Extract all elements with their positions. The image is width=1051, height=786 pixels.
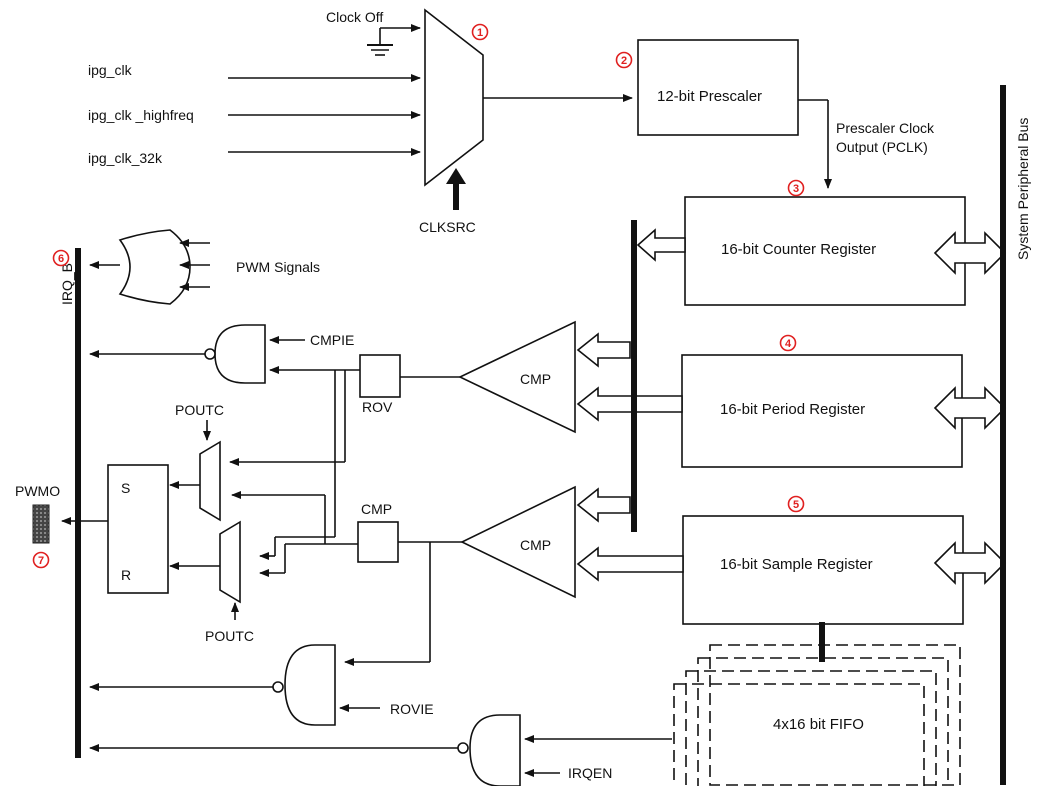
cmp-upper-label: CMP: [520, 371, 551, 387]
cmp-box: [357, 521, 399, 563]
svg-text:7: 7: [38, 555, 44, 567]
bus-connectors: [933, 231, 1007, 585]
rov-label: ROV: [362, 399, 393, 415]
latch-s-label: S: [121, 480, 130, 496]
svg-text:1: 1: [477, 27, 483, 39]
fifo-block: [673, 644, 961, 786]
poutc-bottom-label: POUTC: [205, 628, 254, 644]
marker-7: 7: [32, 551, 50, 569]
clock-off-label: Clock Off: [326, 9, 383, 25]
irqen-label: IRQEN: [568, 765, 612, 781]
clock-source-mux: [424, 8, 484, 187]
cmpie-label: CMPIE: [310, 332, 354, 348]
ipg-clk-label: ipg_clk: [88, 62, 133, 78]
sr-latch: [107, 464, 169, 594]
system-bus-bar: [1000, 85, 1006, 785]
nand-gate-cmpie: [214, 324, 266, 384]
ipg-clk-highfreq-label: ipg_clk _highfreq: [88, 107, 194, 123]
marker-4: 4: [779, 334, 797, 352]
marker-3: 3: [787, 179, 805, 197]
rovie-label: ROVIE: [390, 701, 434, 717]
irq-bar: [75, 248, 81, 758]
irq-b-label: IRQ_B: [59, 263, 75, 305]
poutc-top-label: POUTC: [175, 402, 224, 418]
prescaler-label: 12-bit Prescaler: [657, 88, 762, 105]
cmp-upper-comparator: [458, 320, 576, 434]
prescaler-output-label-1: Prescaler Clock: [836, 120, 935, 136]
prescaler-output-label-2: Output (PCLK): [836, 139, 928, 155]
prescaler-block: [637, 39, 799, 136]
latch-r-label: R: [121, 567, 131, 583]
pwm-signals-label: PWM Signals: [236, 259, 320, 275]
marker-5: 5: [787, 495, 805, 513]
fifo-link-bar: [819, 622, 825, 662]
svg-text:2: 2: [621, 55, 627, 67]
svg-text:6: 6: [58, 253, 64, 265]
clksrc-label: CLKSRC: [419, 219, 476, 235]
internal-bus-bar: [631, 220, 637, 532]
marker-2: 2: [615, 51, 633, 69]
cmp-lower-label: CMP: [520, 537, 551, 553]
counter-register-label: 16-bit Counter Register: [721, 241, 876, 258]
pwmo-pin: [32, 504, 50, 544]
system-bus-label: System Peripheral Bus: [1015, 118, 1031, 260]
svg-text:4: 4: [785, 338, 792, 350]
fifo-label: 4x16 bit FIFO: [773, 716, 864, 733]
period-register-label: 16-bit Period Register: [720, 401, 865, 418]
cmp-box-label: CMP: [361, 501, 392, 517]
or-gate-pwm: [118, 229, 191, 305]
sample-register-label: 16-bit Sample Register: [720, 556, 873, 573]
poutc-mux-bottom: [219, 520, 241, 604]
rov-box: [359, 354, 401, 398]
nand-gate-irqen: [469, 714, 521, 786]
clksrc-arrow: [446, 168, 466, 184]
nand-gate-rovie: [284, 644, 336, 726]
pwmo-label: PWMO: [15, 483, 60, 499]
ipg-clk-32k-label: ipg_clk_32k: [88, 150, 163, 166]
marker-6: 6: [52, 249, 70, 267]
cmp-lower-comparator: [460, 485, 576, 599]
poutc-mux-top: [199, 440, 221, 522]
svg-text:3: 3: [793, 183, 799, 195]
svg-text:5: 5: [793, 499, 799, 511]
marker-1: 1: [471, 23, 489, 41]
